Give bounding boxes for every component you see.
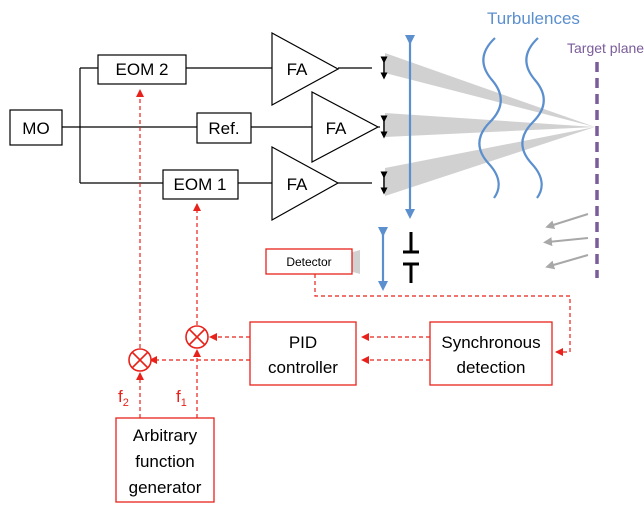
mo-label: MO [22,119,49,138]
eom2-block [97,54,187,85]
fa-amplifier-bottom [271,145,340,222]
turbulences-label: Turbulences [487,9,580,28]
fa-label-bottom: FA [287,175,308,194]
ref-block [196,112,252,144]
sync-label-line1: Synchronous [441,333,540,352]
eom1-label: EOM 1 [174,175,227,194]
fa-label-top: FA [287,60,308,79]
function-generator-block [115,417,215,503]
mixer-icon-2 [128,348,152,372]
fa-label-middle: FA [326,119,347,138]
backscatter-arrows [543,213,589,270]
detector-block [265,248,353,275]
mo-block [9,109,63,146]
aperture-icon [403,232,419,283]
synchronous-detection-block [429,321,553,386]
f2-label: f2 [118,387,129,409]
afg-label-line1: Arbitrary [133,426,198,445]
fa-amplifier-top [271,31,340,107]
eom1-block [162,169,239,200]
detector-label: Detector [286,255,331,269]
target-plane-label: Target plane [567,40,644,56]
afg-label-line2: function [135,452,195,471]
pid-label-line1: PID [289,333,317,352]
sync-label-line2: detection [457,358,526,377]
signal-wires [62,67,380,184]
pid-controller-block [249,321,357,386]
pid-label-line2: controller [268,358,338,377]
ref-label: Ref. [208,119,239,138]
mixer-icon-1 [185,325,209,349]
f1-label: f1 [176,387,187,409]
fa-amplifier-middle [311,91,380,163]
feedback-wires [136,89,571,418]
eom2-label: EOM 2 [116,60,169,79]
turbulence-waves [478,37,545,199]
afg-label-line3: generator [129,478,202,497]
